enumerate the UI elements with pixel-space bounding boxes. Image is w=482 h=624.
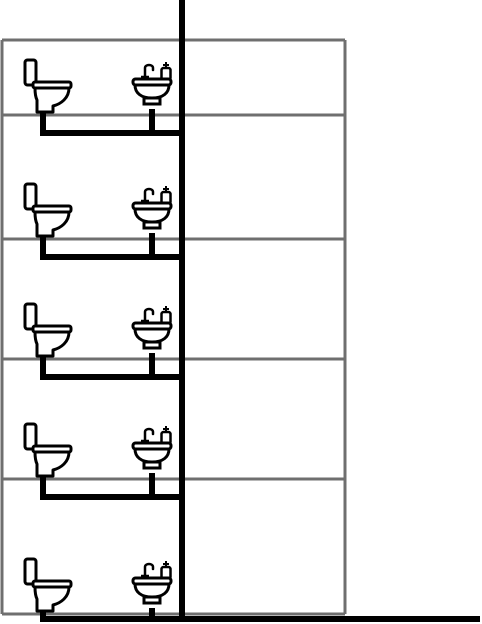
toilet-icon bbox=[23, 557, 73, 613]
fixtures bbox=[23, 58, 173, 613]
washbasin-icon bbox=[131, 184, 173, 230]
toilet-icon bbox=[23, 182, 73, 238]
washbasin-icon bbox=[131, 60, 173, 106]
toilet-icon bbox=[23, 422, 73, 478]
toilet-icon bbox=[23, 302, 73, 358]
washbasin-icon bbox=[131, 304, 173, 350]
washbasin-icon bbox=[131, 559, 173, 605]
building-walls bbox=[0, 38, 347, 616]
toilet-icon bbox=[23, 58, 73, 114]
drain-pipes bbox=[40, 0, 480, 622]
washbasin-icon bbox=[131, 424, 173, 470]
